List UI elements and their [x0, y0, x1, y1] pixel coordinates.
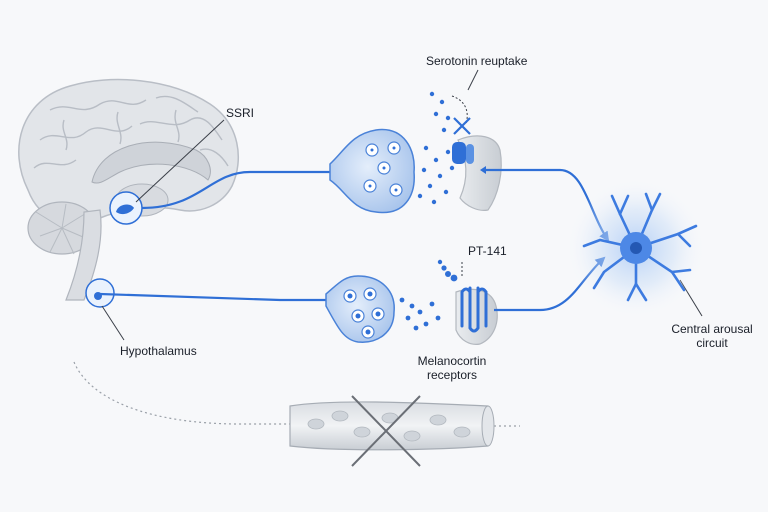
- central-label-line1: Central arousal: [671, 322, 753, 336]
- pt141-ligand: [437, 259, 458, 282]
- reuptake-dashed-path: [451, 95, 468, 125]
- ssri-label: SSRI: [226, 106, 255, 120]
- reuptake-leader: [467, 69, 479, 91]
- serotonin-transporter: [452, 142, 466, 164]
- central-arousal-circuit-label: Central arousal circuit: [660, 322, 764, 350]
- serotonin-transporter-b: [466, 144, 474, 164]
- serotonin-presynaptic-terminal: [329, 128, 415, 214]
- central-label-line2: circuit: [696, 336, 728, 350]
- melanocortin-axon: [99, 292, 326, 302]
- vessel-dotted-path: [73, 361, 290, 425]
- melanocortin-molecules: [399, 297, 441, 331]
- ssri-leader: [135, 119, 225, 203]
- melanocortin-label-line1: Melanocortin: [417, 354, 487, 368]
- pt141-label: PT-141: [468, 244, 507, 258]
- hypothalamus-leader: [101, 305, 125, 341]
- serotonin-axon: [141, 170, 330, 210]
- brainstem: [65, 209, 102, 301]
- cross-out-icon: [351, 395, 421, 467]
- hypothalamus-nucleus: [116, 204, 134, 215]
- melanocortin-receptor: [460, 286, 488, 333]
- central-neuron: [566, 178, 706, 318]
- serotonin-reuptake-label: Serotonin reuptake: [426, 54, 528, 68]
- melanocortin-pathway: [99, 256, 606, 345]
- serotonin-vesicle-dots: [368, 146, 398, 192]
- blood-vessel: [73, 361, 520, 467]
- serotonin-receptor: [480, 166, 486, 174]
- neuron-nucleus: [630, 242, 642, 254]
- x-mark-icon: [453, 117, 471, 135]
- melanocortin-receptors-label: Melanocortin receptors: [408, 354, 496, 382]
- melanocortin-vesicle-dots: [347, 291, 381, 335]
- melanocortin-presynaptic-terminal: [325, 275, 395, 343]
- brain-illustration: [18, 78, 240, 308]
- red-blood-cells: [307, 410, 471, 442]
- hypothalamus-label: Hypothalamus: [120, 344, 197, 358]
- corpus-callosum: [91, 141, 211, 184]
- melanocortin-label-line2: receptors: [426, 368, 478, 382]
- vessel-opening: [481, 405, 495, 447]
- serotonin-pathway: [141, 69, 610, 242]
- serotonin-molecules: [417, 91, 455, 205]
